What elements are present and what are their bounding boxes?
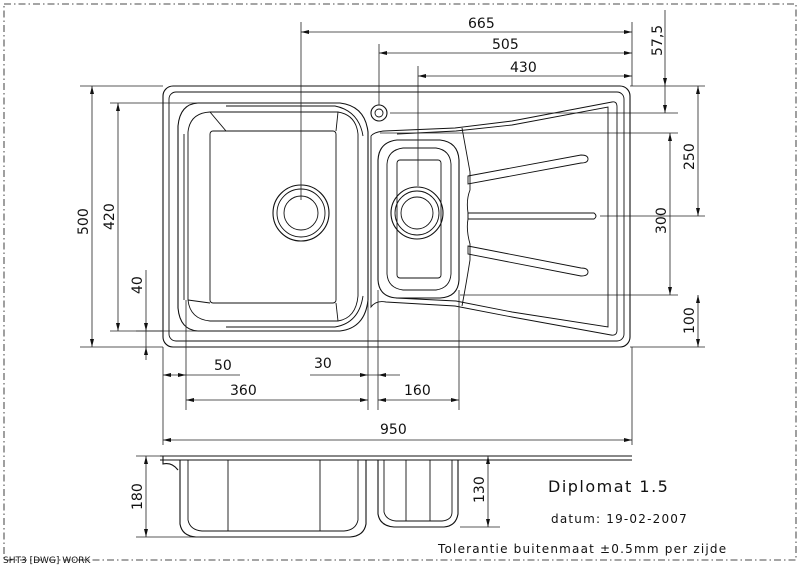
small-bowl-drain-outer xyxy=(390,186,444,240)
drainer-contour xyxy=(370,101,618,336)
small-bowl-drain-mid xyxy=(394,190,440,236)
drainer-groove-bottom xyxy=(467,245,589,277)
dim-30: 30 xyxy=(314,356,332,372)
large-bowl-floor xyxy=(209,130,337,304)
dimension-lines-side xyxy=(136,455,500,538)
side-small-bowl xyxy=(377,460,459,528)
drawing-date: datum: 19-02-2007 xyxy=(551,512,688,526)
drainer-groove-top xyxy=(467,154,589,185)
bowl-corner-line xyxy=(335,111,339,132)
dim-665: 665 xyxy=(468,16,495,32)
drainer-groove-mid xyxy=(467,212,597,220)
dim-500: 500 xyxy=(76,208,92,235)
dim-430: 430 xyxy=(510,60,537,76)
large-bowl-flat-rim xyxy=(183,105,364,328)
large-bowl-drain-inner xyxy=(283,195,319,231)
dim-160: 160 xyxy=(404,383,431,399)
dim-420: 420 xyxy=(102,203,118,230)
side-large-bowl xyxy=(179,460,367,538)
small-bowl-drain-inner xyxy=(400,196,434,230)
small-bowl-mid xyxy=(386,147,452,291)
sink-inner-rim xyxy=(168,91,625,342)
dim-250: 250 xyxy=(682,143,698,170)
dimension-lines-right xyxy=(380,10,705,348)
dim-100: 100 xyxy=(682,307,698,334)
sink-top-view xyxy=(162,85,631,348)
dim-505: 505 xyxy=(492,37,519,53)
dim-40: 40 xyxy=(130,276,146,294)
dim-57-5: 57,5 xyxy=(650,25,666,56)
sheet-label: SHT3 [DWG] WORK xyxy=(3,556,91,566)
dim-130: 130 xyxy=(472,476,488,503)
small-bowl-floor xyxy=(396,159,442,279)
dim-50: 50 xyxy=(214,358,232,374)
sheet-border xyxy=(3,3,797,561)
small-bowl-outer xyxy=(377,139,460,299)
tap-hole-outer xyxy=(370,104,388,122)
dimension-lines-bottom xyxy=(162,290,633,445)
dim-950: 950 xyxy=(380,422,407,438)
bowl-corner-line xyxy=(187,299,211,304)
product-title: Diplomat 1.5 xyxy=(548,477,669,496)
drainer-ridge-left xyxy=(461,127,471,307)
dimension-lines-left xyxy=(80,85,198,360)
large-bowl-outer xyxy=(177,102,369,332)
bowl-corner-line xyxy=(209,111,227,132)
dimension-lines-top xyxy=(300,22,633,200)
sink-outer-rim xyxy=(162,85,631,348)
sink-side-view xyxy=(160,455,632,538)
dim-180: 180 xyxy=(130,483,146,510)
dim-360: 360 xyxy=(230,383,257,399)
tolerance-note: Tolerantie buitenmaat ±0.5mm per zijde xyxy=(437,542,727,556)
bowl-corner-line xyxy=(335,302,339,322)
drainer-contour-inner xyxy=(395,106,609,328)
dim-300: 300 xyxy=(654,207,670,234)
tap-hole-inner xyxy=(374,108,384,118)
